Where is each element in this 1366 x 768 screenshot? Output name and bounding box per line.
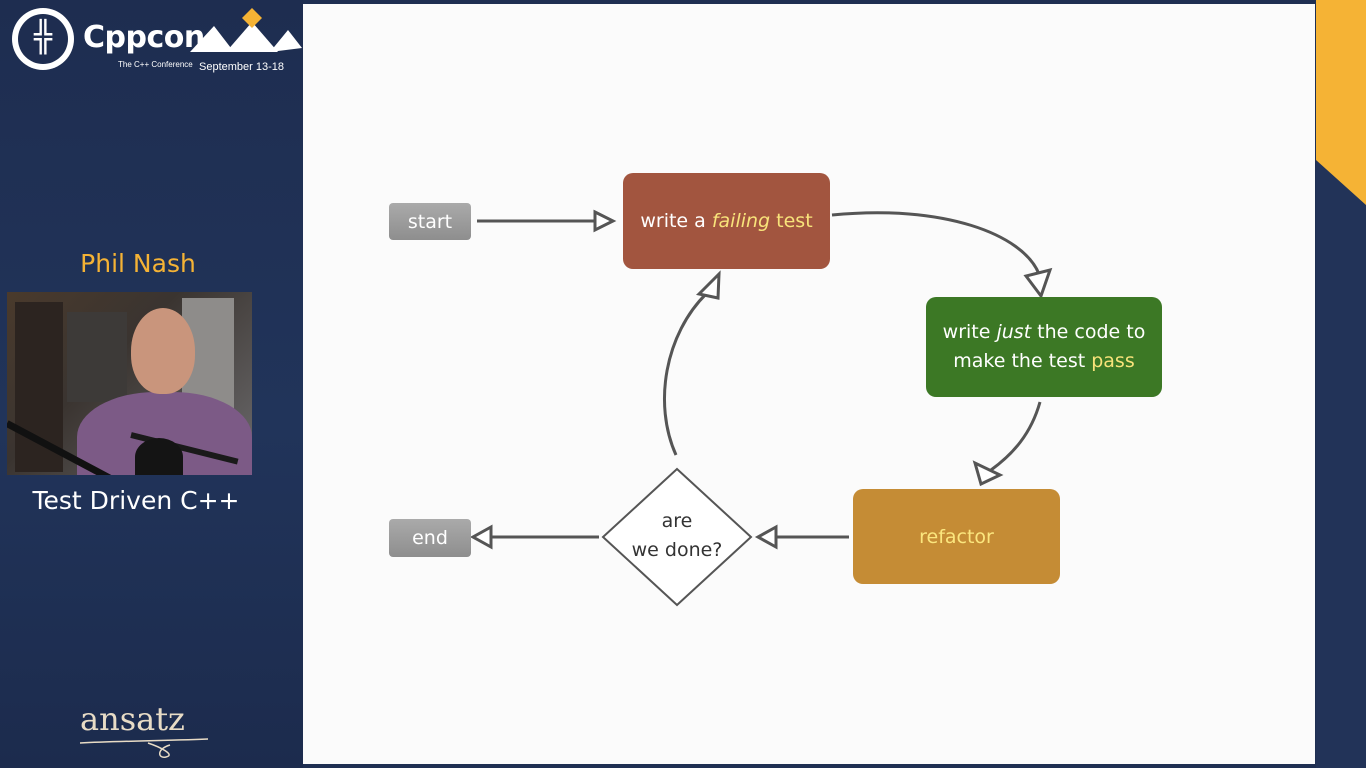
node-text: write a — [640, 210, 712, 232]
sponsor-swash-icon — [79, 738, 209, 758]
conference-dates: September 13-18 — [199, 61, 284, 73]
plus-plus-icon: ╬ — [18, 14, 68, 64]
speaker-head — [131, 308, 195, 394]
diagram-arrows — [469, 209, 1053, 607]
conference-tagline: The C++ Conference — [118, 60, 193, 69]
talk-title: Test Driven C++ — [32, 486, 240, 515]
conference-logo: ╬ Cppcon The C++ Conference September 13… — [12, 8, 302, 78]
decision-node: are we done? — [601, 467, 753, 605]
node-text-emphasis: pass — [1091, 350, 1135, 372]
refactor-node: refactor — [853, 489, 1060, 584]
end-node: end — [389, 519, 471, 557]
speaker-panel: ╬ Cppcon The C++ Conference September 13… — [0, 0, 303, 768]
sponsor-logo: ansatz — [80, 700, 185, 738]
node-text: the code to — [1031, 321, 1146, 343]
node-line: write just the code to — [943, 318, 1146, 347]
write-failing-test-node: write a failing test — [623, 173, 830, 269]
conference-name: Cppcon — [83, 20, 205, 55]
corner-accent — [1122, 0, 1366, 205]
decision-text: are — [661, 510, 693, 532]
speaker-name: Phil Nash — [80, 249, 196, 278]
node-text: write — [942, 321, 997, 343]
speaker-video — [7, 292, 252, 475]
shelf — [67, 312, 127, 402]
decision-diamond — [601, 467, 753, 607]
microphone — [135, 438, 183, 475]
write-just-code-node: write just the code to make the test pas… — [926, 297, 1162, 397]
logo-badge: ╬ — [12, 8, 74, 70]
node-text-emphasis: just — [996, 321, 1032, 343]
node-text-emphasis: failing — [711, 210, 771, 232]
node-text: test — [770, 210, 813, 232]
slide: start end write a failing test write jus… — [303, 4, 1315, 764]
start-node: start — [389, 203, 471, 240]
node-text: make the test — [953, 350, 1092, 372]
mountains-icon — [190, 8, 302, 52]
node-line: make the test pass — [953, 347, 1134, 376]
decision-text: we done? — [631, 539, 723, 561]
